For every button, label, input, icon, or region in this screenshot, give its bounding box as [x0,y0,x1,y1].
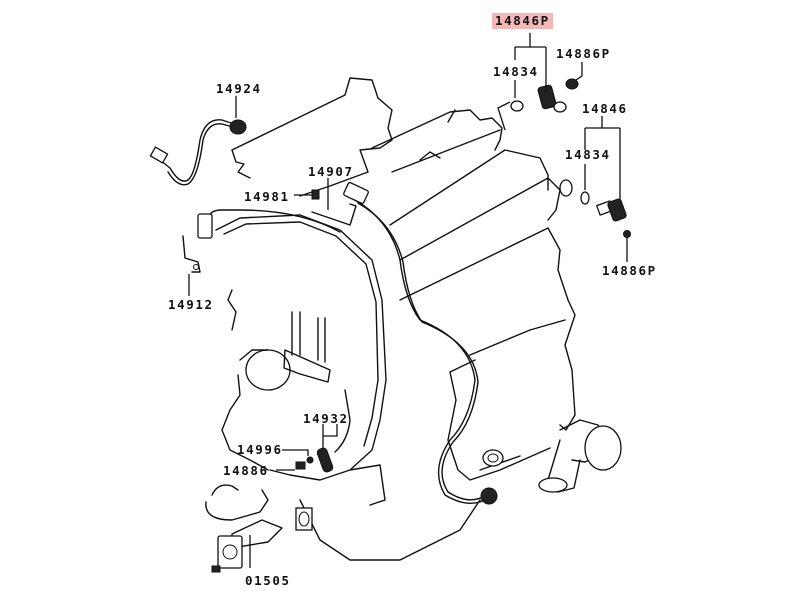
part-label-14846-right[interactable]: 14846 [582,101,628,116]
part-label-14981[interactable]: 14981 [244,189,290,204]
part-label-14886P-right[interactable]: 14886P [602,263,657,278]
part-label-14907[interactable]: 14907 [308,164,354,179]
engine-block [205,77,622,561]
part-label-14932[interactable]: 14932 [303,411,349,426]
part-label-14886P-top[interactable]: 14886P [556,46,611,61]
part-label-14886[interactable]: 14886 [223,463,269,478]
wiring-harness [159,119,489,504]
part-label-14924[interactable]: 14924 [216,81,262,96]
part-label-14996[interactable]: 14996 [237,442,283,457]
part-label-14846P-highlighted[interactable]: 14846P [492,13,553,29]
part-label-14834-right[interactable]: 14834 [565,147,611,162]
part-label-14912[interactable]: 14912 [168,297,214,312]
part-label-01505[interactable]: 01505 [245,573,291,588]
sensor-parts [149,78,631,573]
part-label-14834-top[interactable]: 14834 [493,64,539,79]
leader-lines [188,33,628,568]
